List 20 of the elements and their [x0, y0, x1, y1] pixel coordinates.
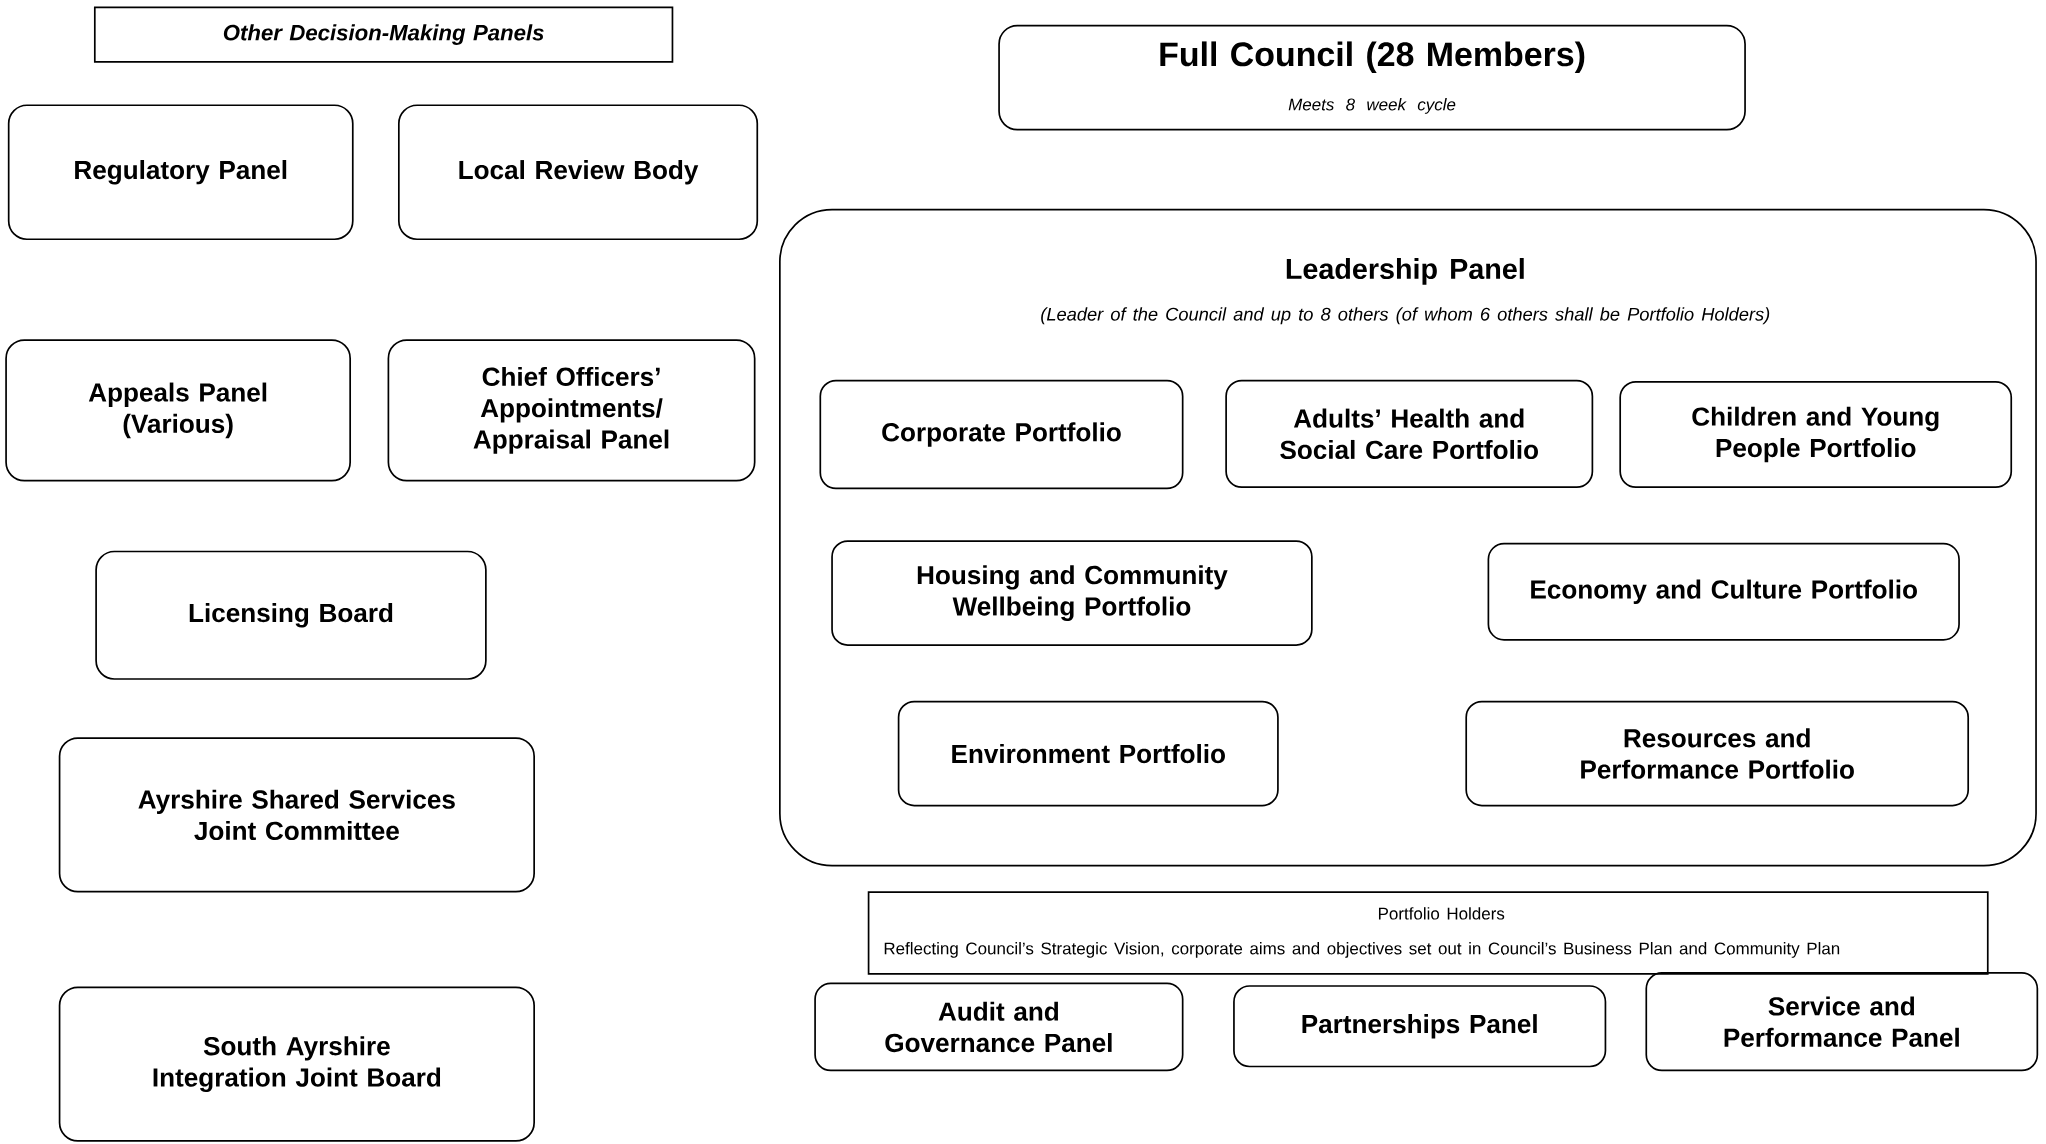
panel-box: Service and Performance Panel [1645, 971, 2039, 1072]
council-box: Full Council (28 Members) Meets 8 week cycle [998, 24, 1746, 131]
panel-box: Regulatory Panel [7, 104, 354, 240]
panel-box: South Ayrshire Integration Joint Board [58, 986, 535, 1142]
panel-box: Partnerships Panel [1233, 985, 1607, 1068]
panel-box: Corporate Portfolio [819, 379, 1184, 490]
panel-box: Housing and Community Wellbeing Portfolio [831, 540, 1313, 646]
panel-box: Chief Officers’ Appointments/ Appraisal Panel [387, 339, 756, 482]
note-box: Portfolio Holders Reflecting Council’s Strategic Vision, corporate aims and objectives set out in Council’s Business Plan and Community Plan [867, 891, 1989, 975]
heading-box: Other Decision-Making Panels [93, 6, 674, 63]
panel-box: Ayrshire Shared Services Joint Committee [58, 737, 535, 893]
panel-box: Licensing Board [95, 550, 487, 680]
panel-box: Adults’ Health and Social Care Portfolio [1225, 379, 1594, 488]
panel-box: Children and Young People Portfolio [1619, 380, 2013, 488]
panel-box: Environment Portfolio [897, 700, 1279, 807]
panel-box: Economy and Culture Portfolio [1487, 542, 1960, 641]
panel-box: Resources and Performance Portfolio [1465, 700, 1970, 807]
panel-box: Local Review Body [397, 104, 759, 240]
panel-box: Audit and Governance Panel [814, 982, 1184, 1072]
panel-box: Appeals Panel (Various) [5, 339, 351, 482]
